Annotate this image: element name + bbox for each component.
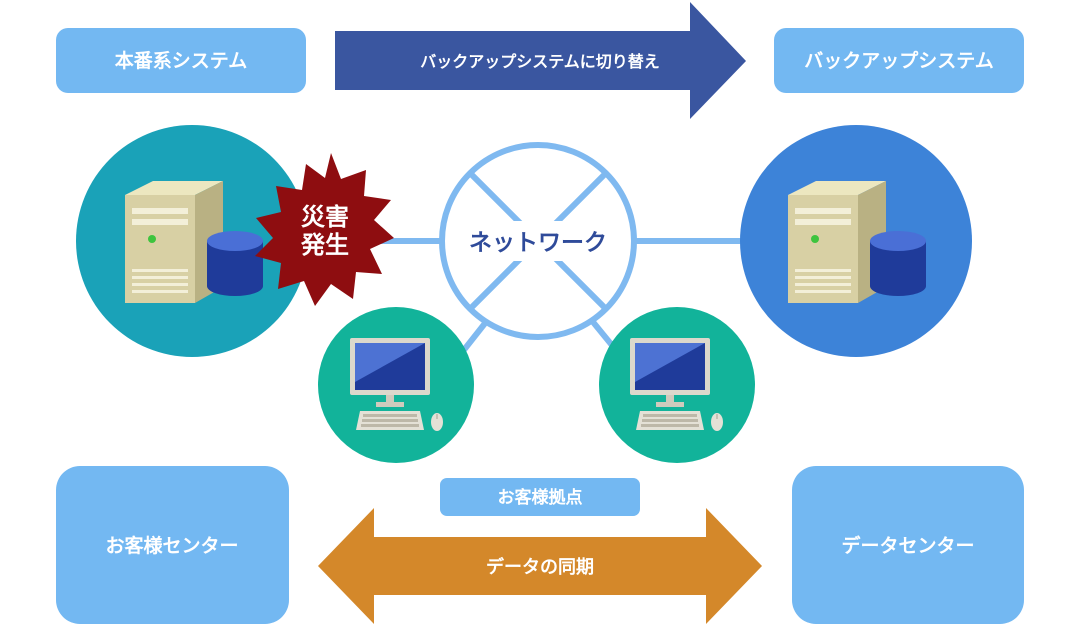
data-sync-arrow: データの同期 <box>318 508 762 624</box>
network-label: ネットワーク <box>469 230 607 256</box>
disaster-burst: 災害 発生 <box>255 153 394 306</box>
disaster-label-line1: 災害 <box>301 203 349 231</box>
production-server-node <box>76 125 308 357</box>
data-center-box: データセンター <box>792 466 1024 624</box>
backup-system-box: バックアップシステム <box>774 28 1024 93</box>
customer-site-box: お客様拠点 <box>440 478 640 516</box>
explosion-burst-icon <box>255 153 394 306</box>
database-cylinder-icon <box>870 231 926 296</box>
database-cylinder-icon <box>207 231 263 296</box>
production-system-label: 本番系システム <box>115 49 247 72</box>
backup-system-label: バックアップシステム <box>804 49 993 72</box>
switch-arrow-label: バックアップシステムに切り替え <box>420 52 660 71</box>
client-computer-left <box>318 307 474 463</box>
network-hub: ネットワーク <box>439 142 637 340</box>
disaster-label-line2: 発生 <box>300 231 349 259</box>
production-system-box: 本番系システム <box>56 28 306 93</box>
customer-center-label: お客様センター <box>105 534 238 557</box>
customer-site-label: お客様拠点 <box>498 487 583 508</box>
backup-server-node <box>740 125 972 357</box>
customer-center-box: お客様センター <box>56 466 289 624</box>
switch-to-backup-arrow: バックアップシステムに切り替え <box>335 2 746 119</box>
data-sync-label: データの同期 <box>486 556 594 578</box>
data-center-label: データセンター <box>841 534 974 557</box>
client-computer-right <box>599 307 755 463</box>
